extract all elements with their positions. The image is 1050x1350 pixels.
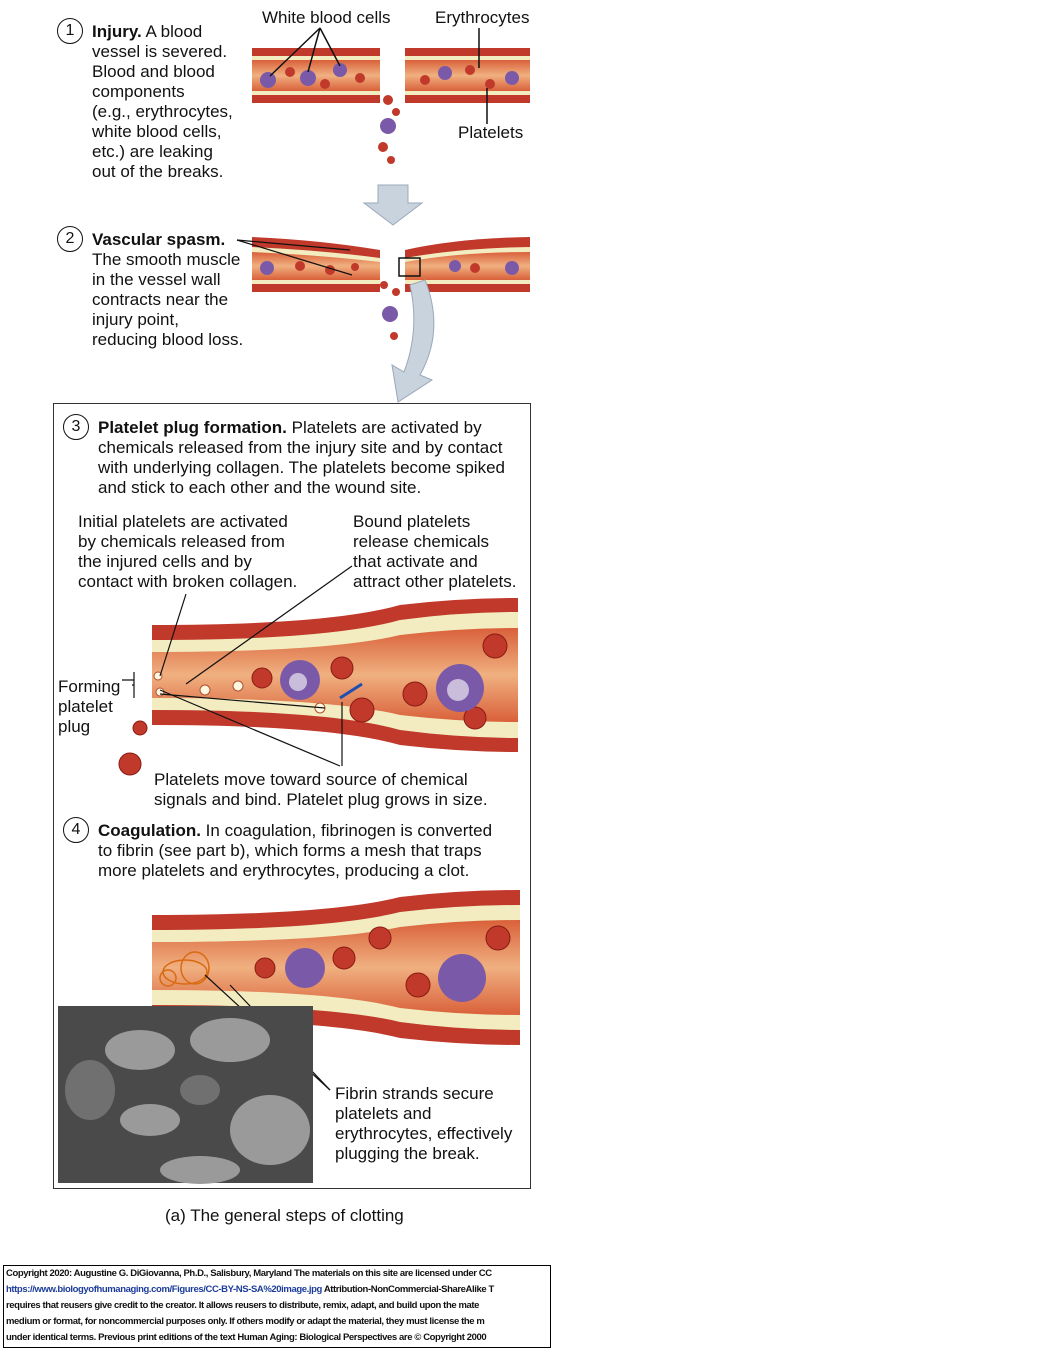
severed-vessel: [252, 27, 530, 164]
label-erythrocytes: Erythrocytes: [435, 8, 530, 27]
down-arrow-icon: [362, 184, 424, 226]
label-platelets: Platelets: [458, 123, 524, 142]
step-2-text: Vascular spasm. The smooth muscle in the…: [92, 230, 243, 350]
step-4-body: In coagulation, fibrinogen is converted …: [98, 821, 493, 880]
platelet-plug-vessel: [118, 565, 518, 776]
label-white-blood-cells: White blood cells: [262, 8, 391, 27]
step-4-text: Coagulation. In coagulation, fibrinogen …: [98, 821, 492, 881]
label-bound-platelets: Bound platelets release chemicals that a…: [353, 512, 517, 591]
license-link[interactable]: https://www.biologyofhumanaging.com/Figu…: [6, 1284, 322, 1295]
label-initial-platelets: Initial platelets are activated by chemi…: [78, 512, 298, 591]
sem-micrograph: [58, 1006, 313, 1184]
step-3-text: Platelet plug formation. Platelets are a…: [98, 418, 505, 498]
step-2-body: The smooth muscle in the vessel wall con…: [92, 250, 244, 349]
step-4-number: 4: [63, 817, 89, 843]
copyright-line-5: under identical terms. Previous print ed…: [6, 1332, 487, 1343]
curved-arrow-icon: [391, 279, 435, 403]
step-4-title: Coagulation.: [98, 821, 201, 840]
step-2-number: 2: [57, 226, 83, 252]
step-1-number: 1: [57, 18, 83, 44]
label-platelets-move: Platelets move toward source of chemical…: [154, 770, 488, 809]
step-1-body: A blood vessel is severed. Blood and blo…: [92, 22, 233, 181]
label-fibrin: Fibrin strands secure platelets and eryt…: [335, 1084, 513, 1163]
copyright-line-4: medium or format, for noncommercial purp…: [6, 1316, 485, 1327]
step-1-title: Injury.: [92, 22, 142, 41]
copyright-line-1: Copyright 2020: Augustine G. DiGiovanna,…: [6, 1268, 492, 1279]
copyright-notice: Copyright 2020: Augustine G. DiGiovanna,…: [3, 1265, 551, 1348]
step-3-title: Platelet plug formation.: [98, 418, 287, 437]
figure-caption: (a) The general steps of clotting: [165, 1206, 404, 1225]
step-3-number: 3: [63, 414, 89, 440]
label-forming-plug: Forming platelet plug: [58, 677, 121, 736]
copyright-line-2: https://www.biologyofhumanaging.com/Figu…: [4, 1282, 550, 1298]
step-1-text: Injury. A blood vessel is severed. Blood…: [92, 22, 233, 182]
copyright-line-2-text: Attribution-NonCommercial-ShareAlike T: [321, 1284, 494, 1295]
step-3-body: Platelets are activated by chemicals rel…: [98, 418, 505, 497]
spasm-vessel: [236, 237, 530, 340]
step-2-title: Vascular spasm.: [92, 230, 226, 249]
detail-panel: [53, 403, 531, 1189]
copyright-line-3: requires that reusers give credit to the…: [6, 1300, 480, 1311]
